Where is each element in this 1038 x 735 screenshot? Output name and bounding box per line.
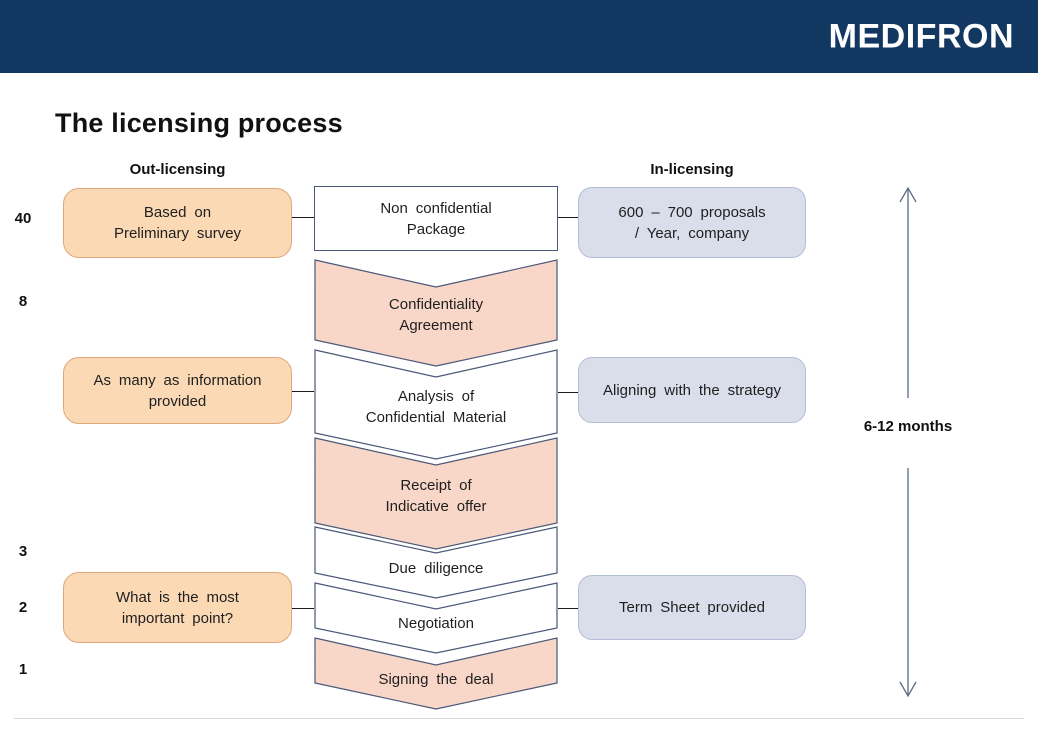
duration-double-arrow-icon: [899, 186, 917, 698]
out-note-information-provided: As many as information provided: [63, 357, 292, 424]
header-bar: MEDIFRON: [0, 0, 1038, 73]
step-label: Confidentiality Agreement: [388, 296, 484, 334]
in-note-aligning-strategy: Aligning with the strategy: [578, 357, 806, 423]
duration-label: 6-12 months: [863, 418, 953, 435]
step-label: Negotiation: [398, 615, 474, 632]
step-non-confidential-package: Non confidential Package: [314, 186, 558, 251]
step-label: Non confidential Package: [380, 199, 492, 238]
count-8: 8: [18, 293, 28, 310]
connector-right-row2: [558, 392, 578, 393]
page-title: The licensing process: [55, 108, 343, 138]
bottom-divider: [14, 718, 1024, 719]
step-signing-the-deal: Signing the deal: [314, 637, 558, 710]
chevron-shape: [314, 437, 558, 550]
chevron-shape: [314, 259, 558, 367]
chevron-shape: [314, 349, 558, 460]
step-label: Signing the deal: [378, 670, 494, 688]
step-receipt-indicative-offer: Receipt of Indicative offer: [314, 437, 558, 550]
step-negotiation: Negotiation: [314, 582, 558, 654]
out-note-preliminary-survey: Based on Preliminary survey: [63, 188, 292, 258]
count-40: 40: [14, 210, 32, 227]
step-label: Analysis of Confidential Material: [365, 387, 507, 426]
step-confidentiality-agreement: Confidentiality Agreement: [314, 259, 558, 367]
connector-right-row1: [558, 217, 578, 218]
count-3: 3: [18, 543, 28, 560]
connector-right-row3: [558, 608, 578, 609]
in-note-term-sheet: Term Sheet provided: [578, 575, 806, 640]
connector-left-row1: [292, 217, 314, 218]
connector-left-row2: [292, 391, 314, 392]
column-header-in-licensing: In-licensing: [650, 161, 734, 178]
chevron-shape: [314, 637, 558, 710]
step-due-diligence: Due diligence: [314, 526, 558, 599]
chevron-shape: [314, 582, 558, 654]
count-1: 1: [18, 661, 28, 678]
step-label: Due diligence: [388, 559, 484, 577]
count-2: 2: [18, 599, 28, 616]
column-header-out-licensing: Out-licensing: [129, 161, 226, 178]
connector-left-row3: [292, 608, 314, 609]
step-label: Receipt of Indicative offer: [385, 476, 487, 515]
in-note-proposals: 600 – 700 proposals / Year, company: [578, 187, 806, 258]
company-logo: MEDIFRON: [828, 17, 1014, 55]
step-analysis-confidential-material: Analysis of Confidential Material: [314, 349, 558, 460]
out-note-important-point: What is the most important point?: [63, 572, 292, 643]
chevron-shape: [314, 526, 558, 599]
